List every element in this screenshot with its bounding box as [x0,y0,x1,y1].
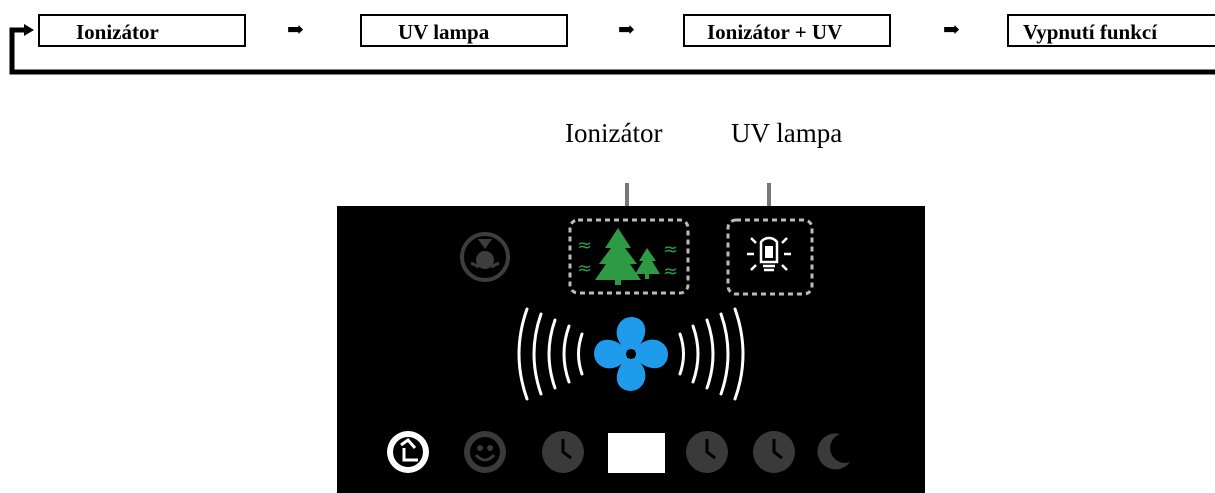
svg-text:≈: ≈ [663,261,678,282]
display-box [608,433,665,473]
step-uv-lamp: UV lampa [360,14,568,47]
timer-icon[interactable] [686,431,728,473]
timer-icon[interactable] [542,431,584,473]
ionizer-trees-icon[interactable]: ≈ ≈ ≈ ≈ [577,228,678,285]
step-functions-off: Vypnutí funkcí [1007,14,1215,47]
callout-ionizer: Ionizátor [565,118,663,148]
svg-text:≈: ≈ [577,258,592,279]
leader-line-uv [767,183,771,228]
loop-line [9,24,1215,75]
arrow-icon: ➡ [618,19,635,41]
ionizer-highlight-frame [568,218,690,295]
fan-speed-icon[interactable] [517,307,745,401]
uv-lamp-icon[interactable] [747,236,791,272]
step-ionizer-uv: Ionizátor + UV [683,14,891,47]
step-label: Ionizátor + UV [707,20,843,44]
svg-text:+: + [822,455,832,469]
svg-text:≈: ≈ [663,239,678,260]
auto-mode-icon[interactable] [387,431,429,473]
control-panel: ≈ ≈ ≈ ≈ [337,206,925,493]
arrow-icon: ➡ [287,19,304,41]
uv-highlight-frame [726,218,814,296]
step-ionizer: Ionizátor [38,14,246,47]
smile-mode-icon[interactable] [464,431,506,473]
step-label: UV lampa [398,20,490,44]
night-mode-icon[interactable]: + [817,433,850,470]
fan-mode-icon[interactable] [460,232,510,282]
step-label: Vypnutí funkcí [1023,20,1158,44]
arrow-icon: ➡ [943,19,960,41]
leader-line-ionizer [625,183,629,228]
callout-uv-lamp: UV lampa [731,118,843,148]
svg-text:≈: ≈ [577,235,592,256]
step-label: Ionizátor [76,20,159,44]
timer-icon[interactable] [753,431,795,473]
